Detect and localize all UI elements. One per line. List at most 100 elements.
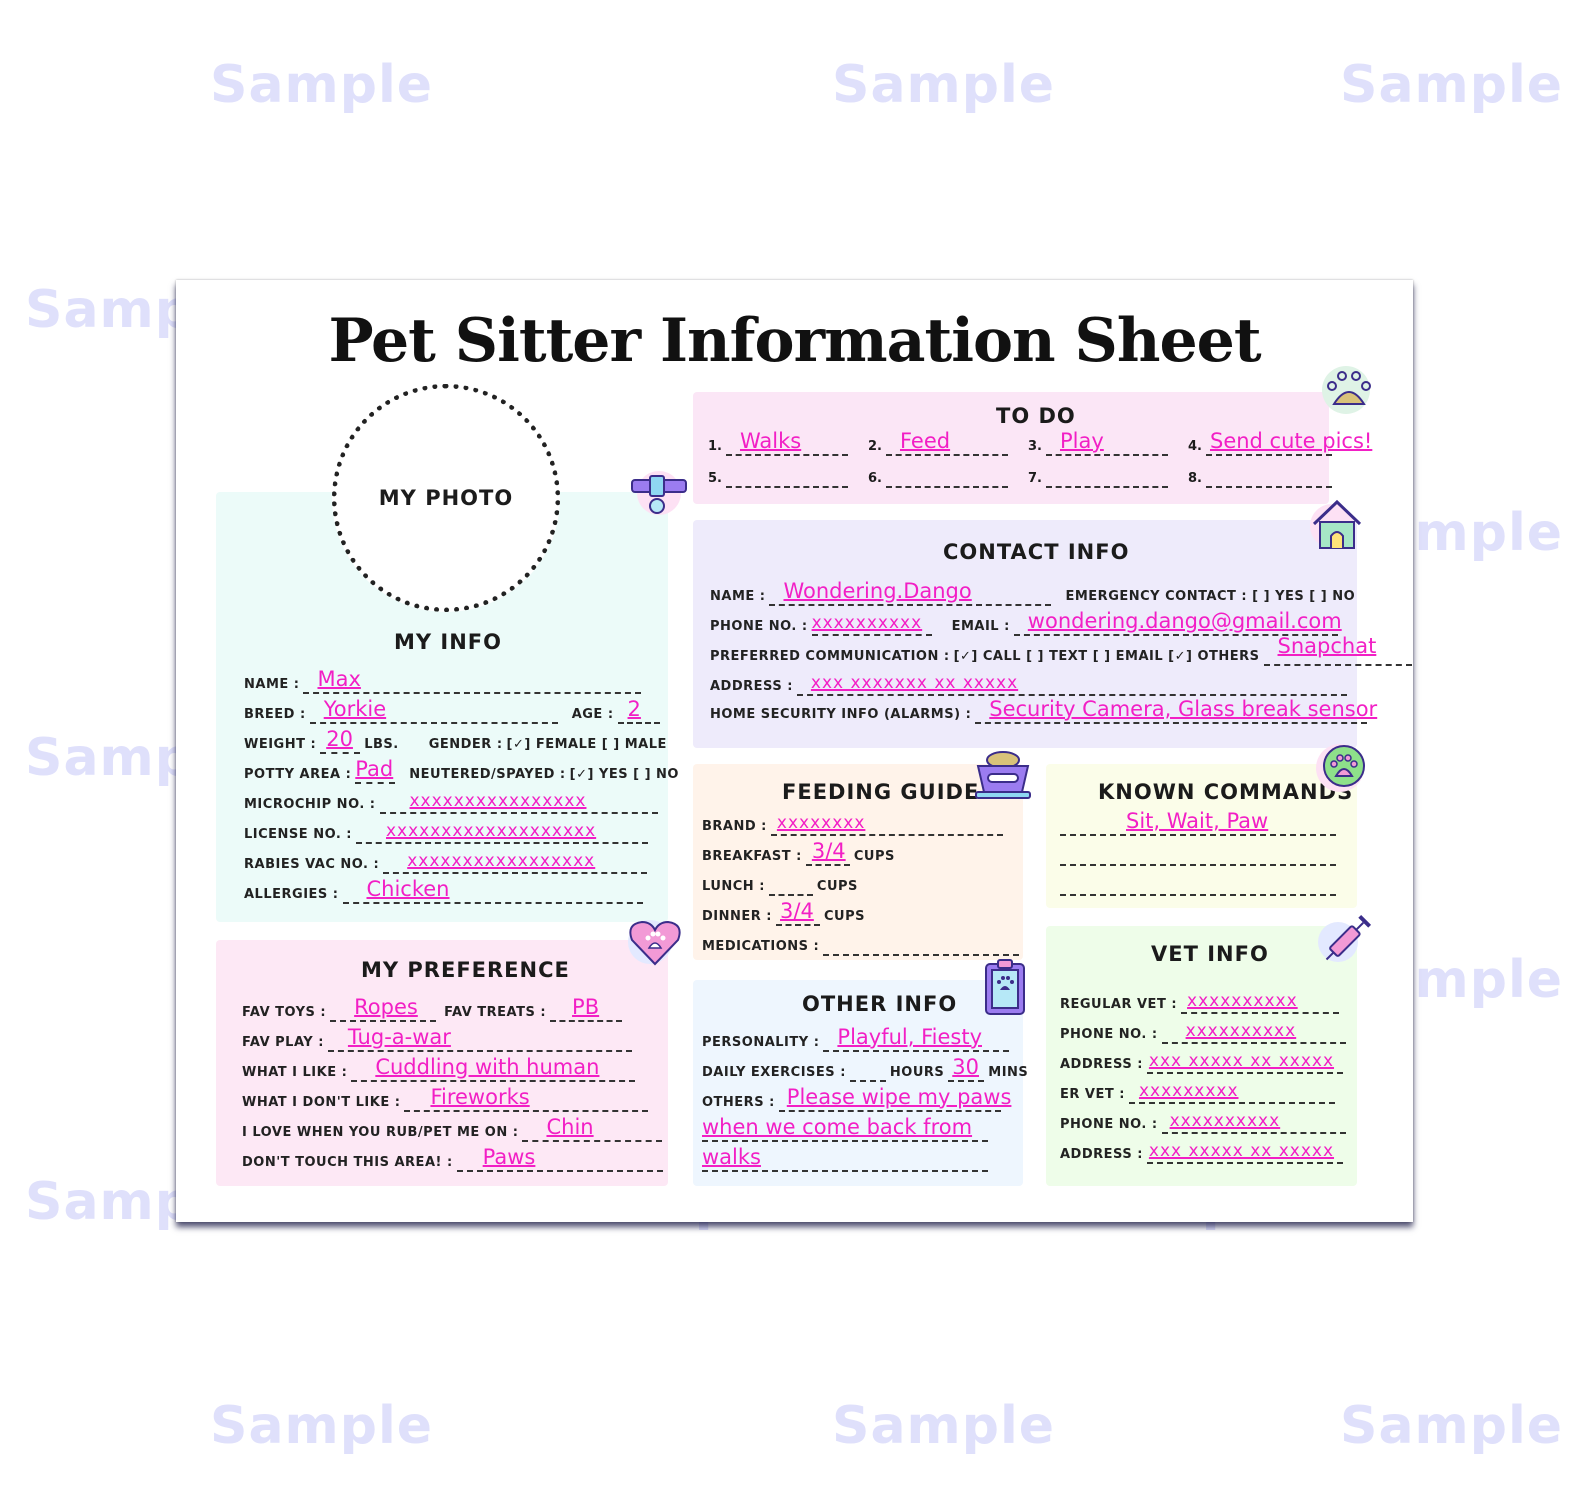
no-touch-field[interactable]: Paws <box>456 1142 663 1172</box>
er-phone-value: xxxxxxxxxx <box>1169 1111 1281 1131</box>
neutered-options[interactable]: [✓] YES [ ] NO <box>569 767 679 782</box>
command-line[interactable]: Sit, Wait, Paw <box>1060 806 1336 836</box>
todo-num: 4. <box>1188 439 1202 454</box>
contact-name-label: NAME : <box>710 589 766 604</box>
breed-field[interactable]: Yorkie <box>309 694 558 724</box>
exercise-hours-field[interactable] <box>849 1052 886 1082</box>
heart-paw-icon <box>624 912 686 974</box>
todo-item[interactable] <box>1205 458 1332 488</box>
vet-phone-field[interactable]: xxxxxxxxxx <box>1161 1014 1346 1044</box>
todo-num: 7. <box>1028 471 1042 486</box>
contact-name-field[interactable]: Wondering.Dango <box>769 576 1052 606</box>
todo-item[interactable] <box>1045 458 1168 488</box>
lunch-field[interactable] <box>768 866 813 896</box>
age-field[interactable]: 2 <box>617 694 660 724</box>
todo-value: Send cute pics! <box>1209 429 1373 453</box>
hours-label: HOURS <box>889 1065 945 1080</box>
todo-item[interactable]: Feed <box>885 426 1008 456</box>
contact-phone-label: PHONE NO. : <box>710 619 808 634</box>
dinner-value: 3/4 <box>780 899 814 923</box>
allergies-label: ALLERGIES : <box>244 887 339 902</box>
breed-value: Yorkie <box>323 697 387 721</box>
dinner-field[interactable]: 3/4 <box>776 896 821 926</box>
rabies-label: RABIES VAC NO. : <box>244 857 380 872</box>
er-phone-field[interactable]: xxxxxxxxxx <box>1161 1104 1346 1134</box>
license-field[interactable]: xxxxxxxxxxxxxxxxxxx <box>356 814 648 844</box>
fav-treats-field[interactable]: PB <box>550 992 623 1022</box>
er-vet-label: ER VET : <box>1060 1087 1125 1102</box>
contact-phone-field[interactable]: xxxxxxxxxx <box>811 606 932 636</box>
todo-value: Feed <box>899 429 951 453</box>
exercise-minutes-field[interactable]: 30 <box>948 1052 985 1082</box>
like-field[interactable]: Cuddling with human <box>351 1052 636 1082</box>
command-line[interactable] <box>1060 866 1336 896</box>
watermark: Sample <box>210 1396 434 1456</box>
dislike-label: WHAT I DON'T LIKE : <box>242 1095 401 1110</box>
command-line[interactable] <box>1060 836 1336 866</box>
personality-field[interactable]: Playful, Fiesty <box>823 1022 1010 1052</box>
watermark: Sample <box>210 55 434 115</box>
pref-comm-options[interactable]: [✓] CALL [ ] TEXT [ ] EMAIL [✓] OTHERS <box>953 649 1260 664</box>
rabies-field[interactable]: xxxxxxxxxxxxxxxxx <box>383 844 648 874</box>
pref-comm-other-field[interactable]: Snapchat <box>1263 634 1412 666</box>
photo-label: MY PHOTO <box>378 486 514 510</box>
my-info-title: MY INFO <box>394 630 503 654</box>
pet-name-field[interactable]: Max <box>303 664 642 694</box>
rub-label: I LOVE WHEN YOU RUB/PET ME ON : <box>242 1125 519 1140</box>
contact-email-field[interactable]: wondering.dango@gmail.com <box>1013 606 1342 636</box>
others-field[interactable]: when we come back from <box>702 1112 988 1142</box>
commands-section <box>1046 764 1357 908</box>
cups-label: CUPS <box>853 849 895 864</box>
fav-play-value: Tug-a-war <box>347 1025 451 1049</box>
todo-item[interactable]: Play <box>1045 426 1168 456</box>
todo-num: 6. <box>868 471 882 486</box>
weight-field[interactable]: 20 <box>320 724 361 754</box>
potty-field[interactable]: Pad <box>355 754 396 784</box>
others-value: Please wipe my paws <box>786 1085 1012 1109</box>
er-address-field[interactable]: xxx xxxxx xx xxxxx <box>1146 1134 1343 1164</box>
todo-num: 5. <box>708 471 722 486</box>
todo-item[interactable]: Walks <box>725 426 848 456</box>
brand-field[interactable]: xxxxxxxx <box>770 806 1003 836</box>
others-field[interactable]: walks <box>702 1142 988 1172</box>
vet-address-value: xxx xxxxx xx xxxxx <box>1148 1051 1335 1071</box>
gender-options[interactable]: [✓] FEMALE [ ] MALE <box>506 737 667 752</box>
security-field[interactable]: Security Camera, Glass break sensor <box>975 694 1377 724</box>
todo-value: Play <box>1059 429 1104 453</box>
no-touch-value: Paws <box>482 1145 536 1169</box>
breakfast-field[interactable]: 3/4 <box>805 836 850 866</box>
medications-field[interactable] <box>823 926 1020 956</box>
todo-item[interactable] <box>885 458 1008 488</box>
contact-address-field[interactable]: xxx xxxxxxx xx xxxxx <box>796 666 1347 696</box>
microchip-field[interactable]: xxxxxxxxxxxxxxxx <box>379 784 658 814</box>
regular-vet-value: xxxxxxxxxx <box>1187 991 1298 1011</box>
fav-play-field[interactable]: Tug-a-war <box>327 1022 632 1052</box>
vet-title: VET INFO <box>1151 942 1269 966</box>
todo-num: 3. <box>1028 439 1042 454</box>
others-field[interactable]: Please wipe my paws <box>778 1082 1011 1112</box>
todo-item[interactable] <box>725 458 848 488</box>
photo-placeholder[interactable]: MY PHOTO <box>332 384 560 612</box>
allergies-field[interactable]: Chicken <box>342 874 643 904</box>
breakfast-value: 3/4 <box>811 839 846 863</box>
no-touch-label: DON'T TOUCH THIS AREA! : <box>242 1155 453 1170</box>
weight-unit: LBS. <box>364 737 399 752</box>
vet-address-field[interactable]: xxx xxxxx xx xxxxx <box>1146 1044 1343 1074</box>
er-address-value: xxx xxxxx xx xxxxx <box>1148 1141 1335 1161</box>
license-value: xxxxxxxxxxxxxxxxxxx <box>386 821 597 841</box>
page-title: Pet Sitter Information Sheet <box>328 306 1261 376</box>
er-vet-field[interactable]: xxxxxxxxx <box>1128 1074 1335 1104</box>
collar-icon <box>628 462 690 524</box>
dislike-field[interactable]: Fireworks <box>404 1082 649 1112</box>
vet-section <box>1046 926 1357 1186</box>
contact-address-label: ADDRESS : <box>710 679 793 694</box>
fav-toys-field[interactable]: Ropes <box>330 992 437 1022</box>
others-value: when we come back from <box>702 1115 973 1139</box>
lunch-label: LUNCH : <box>702 879 765 894</box>
todo-item[interactable]: Send cute pics! <box>1205 426 1372 456</box>
regular-vet-field[interactable]: xxxxxxxxxx <box>1181 984 1340 1014</box>
potty-label: POTTY AREA : <box>244 767 352 782</box>
weight-value: 20 <box>326 727 353 751</box>
like-value: Cuddling with human <box>375 1055 600 1079</box>
rub-field[interactable]: Chin <box>522 1112 663 1142</box>
